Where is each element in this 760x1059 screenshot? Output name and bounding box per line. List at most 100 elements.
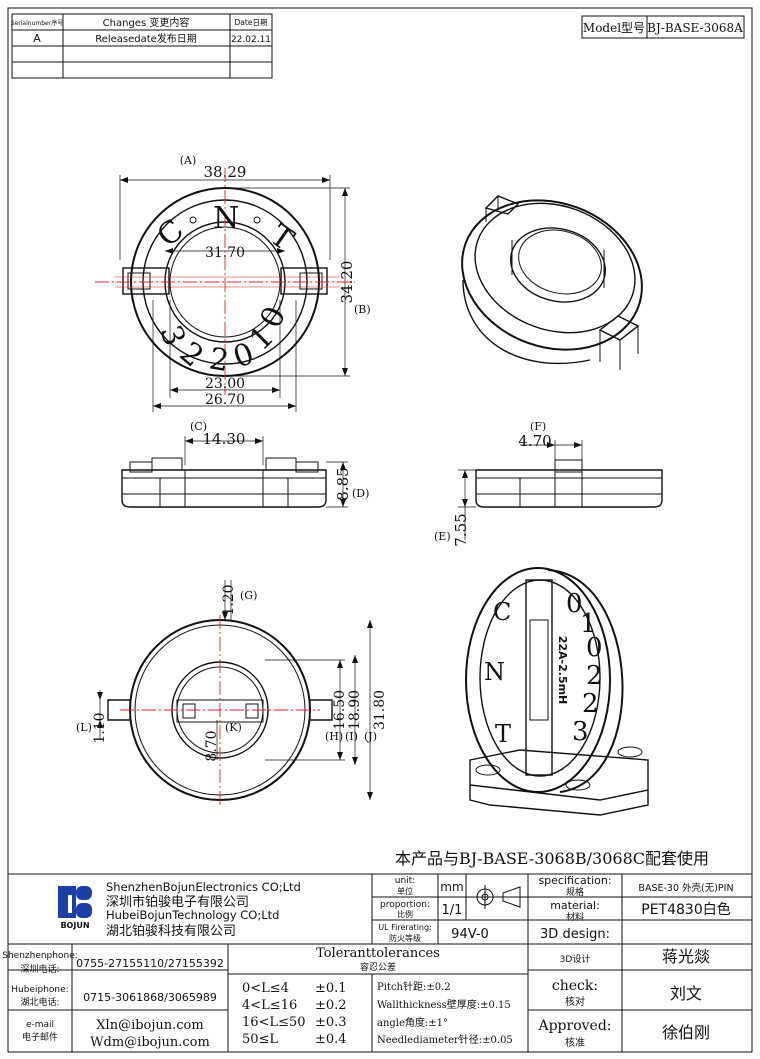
- dim-j-tag: (J): [364, 730, 377, 743]
- dim-d-tag: (D): [352, 487, 369, 500]
- design-value: 蒋光燚: [662, 947, 710, 966]
- mail-1[interactable]: Xln@ibojun.com: [96, 1018, 203, 1033]
- material-value: PET4830白色: [641, 901, 730, 918]
- dim-l-tag: (L): [76, 721, 92, 734]
- tol-range-0: 0<L≤4: [242, 981, 289, 996]
- company-name-en-1: ShenzhenBojunElectronics CO;Ltd: [106, 880, 301, 894]
- tol-needle: Needlediameter针径:±0.05: [377, 1033, 513, 1046]
- company-name-cn-2: 湖北铂骏科技有限公司: [106, 923, 236, 939]
- material-label-en: material:: [550, 899, 600, 912]
- projection-symbol-icon: [473, 885, 521, 909]
- dim-i-value: 18.90: [347, 690, 363, 730]
- company-name-cn-1: 深圳市铂骏电子有限公司: [106, 894, 249, 910]
- iso-view-top: [461, 195, 643, 370]
- title-block: BOJUN ShenzhenBojunElectronics CO;Ltd 深圳…: [2, 873, 753, 1053]
- hb-value: 0715-3061868/3065989: [83, 991, 217, 1004]
- proportion-value: 1/1: [442, 903, 463, 918]
- material-label-cn: 材料: [566, 911, 584, 923]
- dim-base-23: 23.00: [205, 376, 245, 392]
- dim-k-value: 8.70: [204, 730, 220, 761]
- logo-text: BOJUN: [60, 921, 89, 930]
- dim-h-tag: (H): [325, 730, 343, 743]
- iso-mark-c: C: [493, 598, 511, 626]
- dim-a-tag: (A): [180, 154, 197, 167]
- specification-label-cn: 规格: [566, 886, 584, 898]
- approved-label-en: Approved:: [537, 1018, 611, 1034]
- model-value: BJ-BASE-3068A: [647, 21, 743, 35]
- mail-label-cn: 电子邮件: [22, 1031, 58, 1043]
- tol-range-2: 16<L≤50: [242, 1015, 306, 1030]
- bottom-view: 1.20 (G) 1.10 (L) 8.70 (K) 16.50 18.90 3…: [76, 580, 388, 805]
- rev-row-change: Releasedate发布日期: [95, 32, 197, 45]
- approved-value: 徐伯刚: [662, 1023, 710, 1042]
- mail-2[interactable]: Wdm@ibojun.com: [90, 1035, 210, 1050]
- unit-label-cn: 单位: [397, 886, 413, 896]
- approved-label-cn: 核准: [565, 1036, 585, 1049]
- side-view: (C) 14.30 8.85 (D): [121, 420, 369, 508]
- check-label-cn: 核对: [565, 995, 585, 1008]
- proportion-label-cn: 比例: [397, 909, 413, 919]
- usage-note: 本产品与BJ-BASE-3068B/3068C配套使用: [395, 849, 709, 868]
- sz-label-cn: 深圳电话:: [20, 963, 59, 975]
- design-label-en: 3D design:: [540, 927, 610, 942]
- check-value: 刘文: [670, 984, 702, 1003]
- company-logo: BOJUN: [58, 886, 92, 930]
- hb-label-cn: 湖北电话:: [20, 996, 59, 1008]
- unit-label-en: unit:: [395, 876, 415, 886]
- rev-row-serial: A: [33, 32, 41, 45]
- iso-view-assembly: 22A-2.5mH C N T 3 2 2 0 1 0: [465, 567, 649, 816]
- proportion-label-en: proportion:: [380, 900, 430, 910]
- tolerance-title-cn: 容忍公差: [360, 961, 396, 973]
- dim-h-value: 16.50: [332, 690, 348, 730]
- fire-label-en: UL Firerating:: [378, 923, 432, 932]
- specification-label-en: specification:: [538, 874, 611, 887]
- iso-mark-n: N: [484, 658, 505, 686]
- rev-row-date: 22.02.11: [231, 35, 271, 45]
- tol-value-2: ±0.3: [315, 1015, 347, 1030]
- dim-e-value: 7.55: [452, 513, 470, 546]
- dim-j-value: 31.80: [372, 690, 388, 730]
- end-view: (F) 4.70 7.55 (E): [434, 420, 663, 547]
- tolerance-title-en: Toleranttolerances: [316, 946, 440, 961]
- company-name-en-2: HubeiBojunTechnology CO;Ltd: [106, 908, 279, 922]
- dim-c-value: 14.30: [203, 430, 246, 448]
- iso-mark-0a: 0: [586, 633, 603, 663]
- dim-e-tag: (E): [434, 530, 451, 543]
- tol-pin: Pitch针距:±0.2: [377, 980, 451, 993]
- top-view: (A) 38.29 34.20 (B) 31.70 C N T 3 2 2: [95, 154, 371, 412]
- hb-label-en: Hubeiphone:: [11, 985, 68, 995]
- tol-value-1: ±0.2: [315, 998, 347, 1013]
- iso-mark-2a: 2: [582, 689, 599, 719]
- tol-value-3: ±0.4: [315, 1032, 347, 1047]
- rev-header-serial: Serialnumber序号: [11, 19, 63, 27]
- dim-f-tag: (F): [530, 420, 546, 433]
- dim-g-tag: (G): [240, 589, 257, 602]
- dim-k-tag: (K): [225, 721, 242, 734]
- tol-angle: angle角度:±1°: [377, 1016, 448, 1029]
- rev-header-date: Date日期: [235, 18, 268, 27]
- tol-range-3: 50≤L: [242, 1032, 278, 1047]
- iso-label: 22A-2.5mH: [556, 636, 569, 705]
- mark-n: N: [213, 201, 239, 236]
- specification-value: BASE-30 外壳(无)PIN: [638, 882, 733, 894]
- iso-mark-2b: 2: [586, 661, 603, 691]
- unit-value: mm: [440, 880, 463, 894]
- mail-label-en: e-mail: [26, 1020, 54, 1030]
- iso-mark-3: 3: [572, 717, 589, 747]
- check-label-en: check:: [552, 978, 598, 994]
- dim-base-26: 26.70: [205, 392, 245, 408]
- tol-wall: Wallthickness壁厚度:±0.15: [377, 998, 511, 1011]
- tol-value-0: ±0.1: [315, 981, 347, 996]
- design-label-cn: 3D设计: [560, 953, 591, 965]
- dim-f-value: 4.70: [518, 432, 551, 450]
- iso-mark-t: T: [495, 720, 511, 748]
- dim-g-value: 1.20: [221, 584, 237, 615]
- model-label: Model型号: [583, 21, 645, 35]
- rev-header-changes: Changes 变更内容: [103, 16, 190, 29]
- sz-value: 0755-27155110/27155392: [76, 957, 224, 970]
- iso-mark-0b: 0: [566, 589, 583, 619]
- sz-label-en: Shenzhenphone:: [2, 951, 78, 961]
- iso-mark-1: 1: [580, 609, 597, 639]
- model-box: Model型号 BJ-BASE-3068A: [581, 15, 745, 39]
